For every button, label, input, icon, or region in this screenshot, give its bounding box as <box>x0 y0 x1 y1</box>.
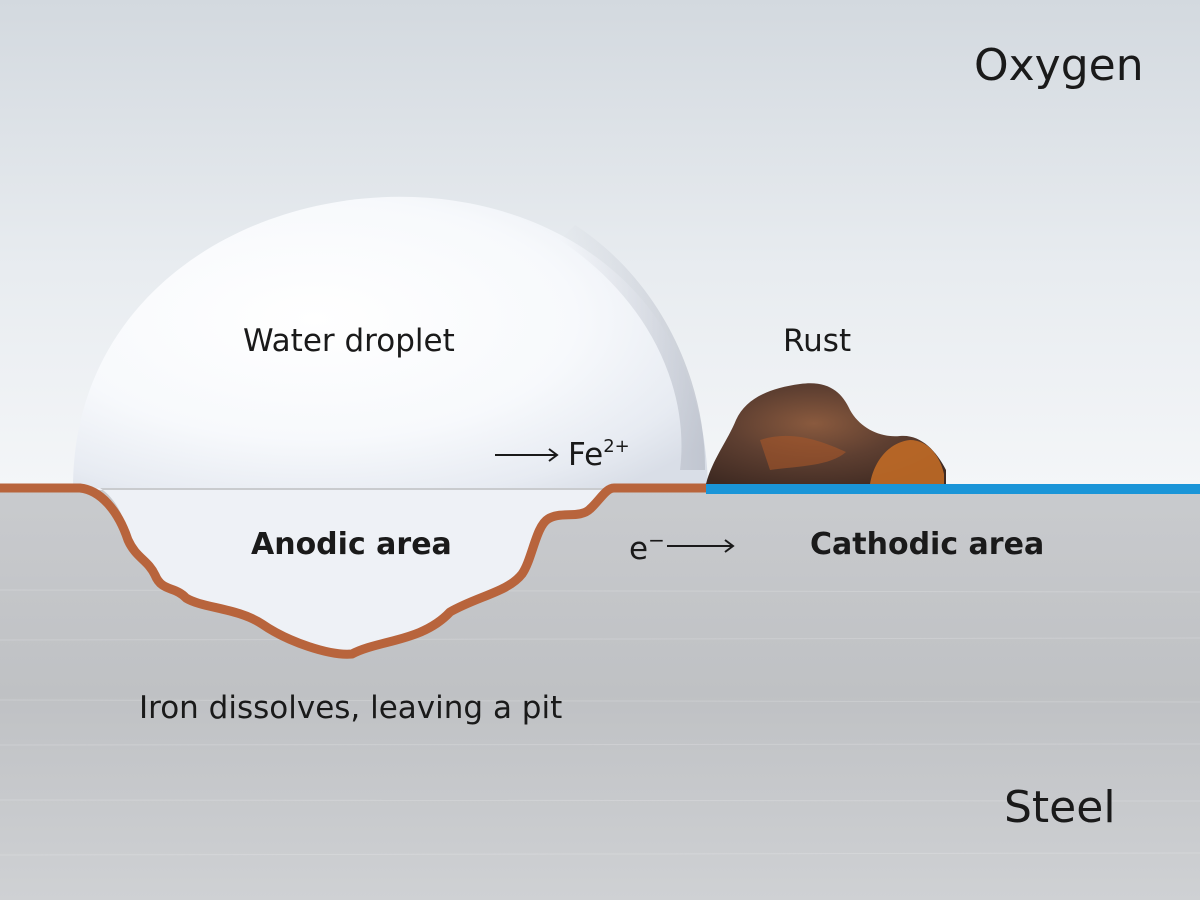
droplet-inner-shadow <box>560 225 706 470</box>
electron-label: e− <box>629 530 665 565</box>
rust-label: Rust <box>783 323 852 359</box>
pit-water <box>75 488 708 653</box>
water-droplet <box>73 196 708 488</box>
rust-orange-patch <box>870 440 944 484</box>
anodic-area-label: Anodic area <box>251 527 452 562</box>
electron-charge: − <box>648 528 665 552</box>
pit-caption: Iron dissolves, leaving a pit <box>139 690 563 726</box>
electron-arrow <box>667 539 735 553</box>
steel-label: Steel <box>1004 782 1116 833</box>
oxygen-label: Oxygen <box>974 40 1144 91</box>
water-droplet-label: Water droplet <box>243 323 455 359</box>
fe-symbol: Fe <box>568 437 604 473</box>
fe-charge: 2+ <box>603 436 630 457</box>
rust-orange-streak <box>760 435 846 470</box>
electron-symbol: e <box>629 531 649 567</box>
anodic-edge <box>0 483 708 659</box>
fe-ion-label: Fe2+ <box>568 438 630 471</box>
cathodic-area-label: Cathodic area <box>810 527 1045 562</box>
fe-arrow <box>495 448 559 462</box>
